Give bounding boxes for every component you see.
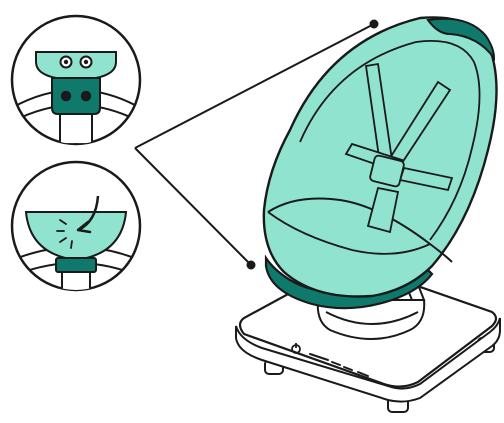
callout-line-bottom [134, 147, 252, 266]
baby-swing-seat-illustration [262, 16, 498, 310]
snap-in-arrow-icon [56, 195, 100, 249]
detail-circle-top [10, 14, 142, 146]
snap-in-detail [12, 195, 140, 290]
detail-circle-bottom [10, 160, 142, 292]
callout-lines [134, 19, 379, 270]
seat-harness [344, 62, 454, 234]
callout-dot-bottom [246, 260, 256, 270]
harness-clip-detail [12, 51, 140, 144]
callout-dot-top [369, 19, 379, 29]
base-control-panel [291, 343, 369, 377]
callout-line-top [134, 23, 375, 149]
two-button-harness-clip-icon [59, 55, 93, 102]
